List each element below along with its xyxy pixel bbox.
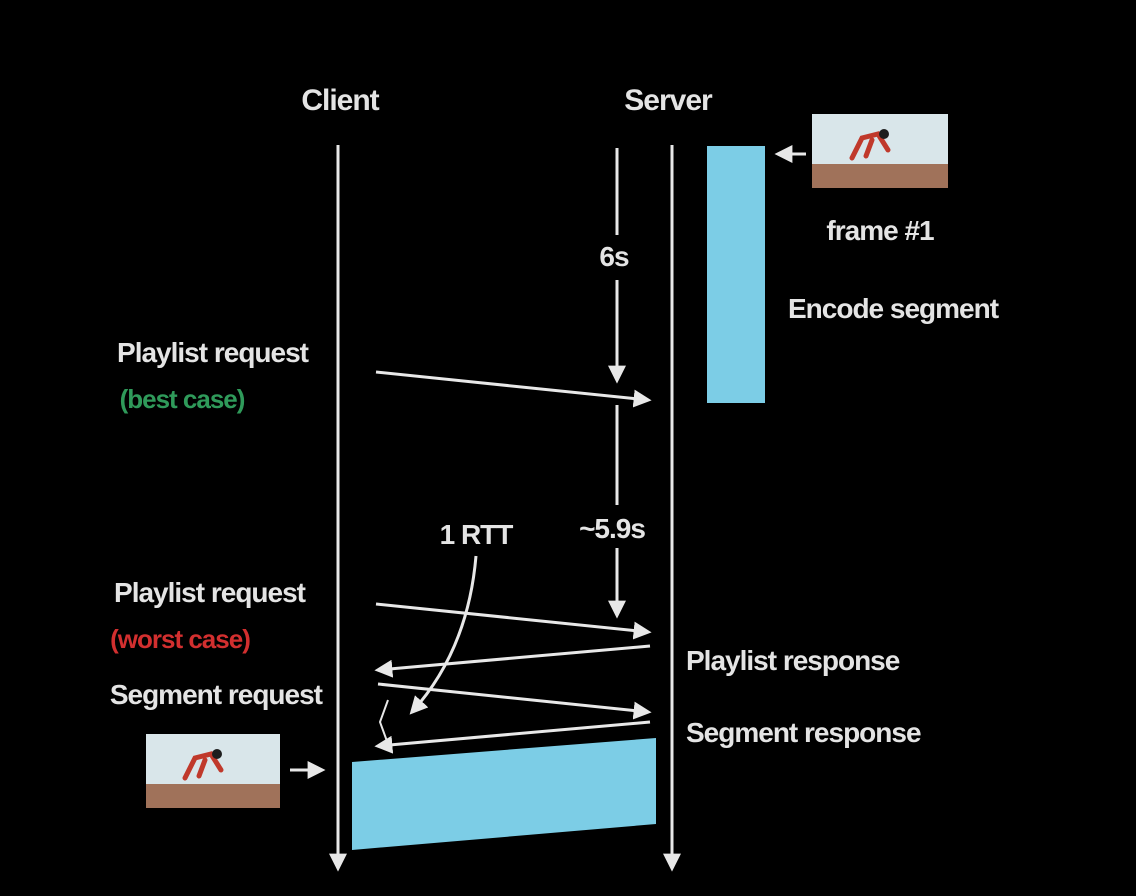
segment-response-arrow bbox=[374, 720, 651, 754]
encode-segment-block bbox=[707, 146, 765, 403]
segment-request-label: Segment request bbox=[110, 679, 323, 710]
rtt-pointer-arrow bbox=[409, 555, 478, 715]
playlist-response-arrow bbox=[374, 644, 651, 678]
client-lane-title: Client bbox=[301, 84, 379, 117]
frame-thumbnail-icon bbox=[812, 114, 948, 188]
encode-segment-label: Encode segment bbox=[788, 293, 999, 324]
playlist-response-label: Playlist response bbox=[686, 645, 900, 676]
playlist-request-best-label: Playlist request bbox=[117, 337, 309, 368]
frame-label: frame #1 bbox=[826, 215, 934, 246]
playlist-request-worst-arrow bbox=[375, 602, 652, 640]
playback-segment-block bbox=[352, 738, 656, 850]
worst-case-label: (worst case) bbox=[110, 624, 250, 654]
duration-6s-label: 6s bbox=[599, 241, 629, 272]
playlist-request-best-arrow bbox=[375, 370, 652, 408]
server-lane-title: Server bbox=[624, 84, 713, 117]
best-case-label: (best case) bbox=[120, 384, 245, 414]
duration-59s-label: ~5.9s bbox=[579, 513, 645, 544]
rtt-label: 1 RTT bbox=[440, 519, 514, 550]
playlist-request-worst-label: Playlist request bbox=[114, 577, 306, 608]
segment-request-arrow bbox=[377, 682, 652, 720]
segment-response-label: Segment response bbox=[686, 717, 921, 748]
frame-thumbnail-icon bbox=[146, 734, 280, 808]
rtt-bracket bbox=[378, 699, 389, 745]
